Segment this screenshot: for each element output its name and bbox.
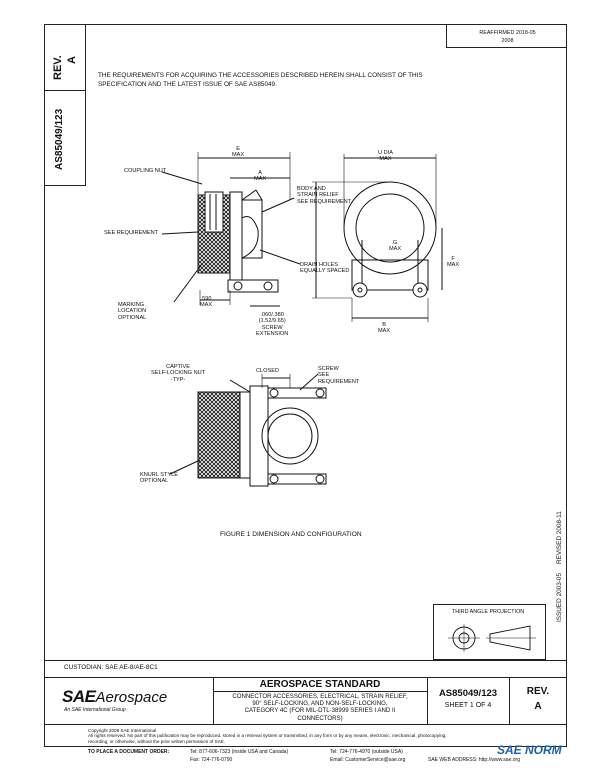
title-row: [213, 691, 427, 692]
issued-date-text: ISSUED 2003-05: [556, 572, 563, 622]
label-590-max: .590 MAX: [200, 296, 213, 309]
tel-outside-usa: Tel: 724-776-4970 (outside USA): [330, 749, 403, 755]
label-captive-nut: CAPTIVE SELF-LOCKING NUT -TYP-: [151, 364, 206, 383]
label-u-dia: U DIA MAX: [378, 150, 393, 163]
rev-value-vertical-wrap: A: [66, 56, 78, 64]
doc-number-vertical: AS85049/123: [54, 109, 65, 170]
third-angle-box: [433, 604, 546, 660]
rev-vertical: REV.: [52, 55, 64, 80]
copyright: Copyright 2008 SAE International: [88, 728, 157, 733]
label-marking-location: MARKING LOCATION OPTIONAL: [118, 302, 147, 321]
reaffirmed-text-2: 2008: [501, 38, 514, 44]
label-coupling-nut: COUPLING NUT: [124, 168, 167, 174]
reaffirmed-box: [446, 24, 567, 48]
revised-date: REVISED 2008-11: [556, 511, 563, 564]
label-f-max: F MAX: [447, 256, 460, 269]
description-line-3: CATEGORY 4C (FOR MIL-DTL-38999 SERIES I …: [244, 707, 396, 715]
doc-number-vertical-text: AS85049/123: [54, 108, 65, 170]
rev-divider: [44, 90, 86, 91]
title-col-2: [427, 677, 428, 725]
third-angle-symbol: [448, 624, 536, 652]
rev-value-title: A: [534, 701, 542, 712]
web-address[interactable]: SAE WEB ADDRESS: http://www.sae.org: [428, 757, 520, 763]
label-closed: CLOSED: [256, 368, 280, 374]
title-block: [44, 677, 567, 725]
fax: Fax: 724-776-0790: [190, 757, 233, 763]
figure-caption: FIGURE 1 DIMENSION AND CONFIGURATION: [220, 531, 362, 538]
rights-line-1: All rights reserved. No part of this pub…: [88, 733, 447, 739]
title-col-3: [509, 677, 510, 725]
reaffirmed-text-1: REAFFIRMED 2018-05: [479, 30, 536, 36]
label-g-max: G MAX: [389, 240, 402, 253]
issued-date: ISSUED 2003-05: [556, 573, 563, 622]
intro-line-2: SPECIFICATION AND THE LATEST ISSUE OF SA…: [98, 81, 277, 88]
label-see-requirement-left: SEE REQUIREMENT: [104, 230, 159, 236]
rev-label-title: REV.: [526, 686, 550, 697]
logo-sae: SAE: [62, 687, 96, 706]
doc-number-title: AS85049/123: [438, 688, 498, 699]
revised-date-text: REVISED 2008-11: [556, 511, 563, 564]
sae-aerospace-logo: SAEAerospace: [62, 687, 167, 707]
logo-subtitle: An SAE International Group: [64, 707, 126, 713]
email: Email: CustomerService@sae.org: [330, 757, 406, 763]
technical-drawing: [161, 152, 443, 487]
description-line-1: CONNECTOR ACCESSORIES, ELECTRICAL, STRAI…: [232, 693, 408, 700]
watermark: SAE NORM: [497, 743, 562, 757]
title-col-1: [213, 677, 214, 725]
label-knurl-style: KNURL STYLE OPTIONAL: [140, 472, 179, 485]
tel-usa-canada: Tel: 877-606-7323 (inside USA and Canada…: [190, 749, 289, 755]
label-b-max: B MAX: [378, 322, 391, 335]
description-line-4: CONNECTORS): [297, 714, 343, 722]
description-block: CONNECTOR ACCESSORIES, ELECTRICAL, STRAI…: [213, 693, 427, 722]
label-screw-requirement: SCREW SEE REQUIREMENT: [318, 366, 360, 385]
label-body-strain-relief: BODY AND STRAIN RELIEF SEE REQUIREMENT: [297, 186, 352, 205]
sheet-number: SHEET 1 OF 4: [444, 702, 492, 709]
left-margin-border: [44, 24, 86, 186]
rev-value-vertical: A: [66, 56, 78, 64]
order-label: TO PLACE A DOCUMENT ORDER:: [88, 749, 170, 755]
label-e-max: E MAX: [232, 146, 245, 159]
page-border: [44, 24, 567, 747]
label-screw-extension: .060/.380 (1.52/9.65) SCREW EXTENSION: [256, 312, 289, 338]
rights-line-2: recording, or otherwise, without the pri…: [88, 738, 226, 744]
knurl-body-lower: [197, 391, 241, 479]
title-block-top-rule: [44, 660, 567, 661]
custodian: CUSTODIAN: SAE AE-8/AE-8C1: [64, 664, 158, 671]
label-a-max: A MAX: [254, 170, 267, 183]
intro-line-1: THE REQUIREMENTS FOR ACQUIRING THE ACCES…: [98, 72, 423, 79]
label-drain-holes: DRAIN HOLES EQUALLY SPACED: [300, 262, 350, 275]
rev-label-vertical: REV.: [52, 55, 64, 80]
standard-title: AEROSPACE STANDARD: [259, 679, 381, 690]
third-angle-label: THIRD ANGLE PROJECTION: [452, 609, 525, 615]
footer: Copyright 2008 SAE International All rig…: [88, 728, 568, 744]
logo-aerospace: Aerospace: [95, 689, 168, 706]
description-line-2: 90° SELF-LOCKING, AND NON-SELF-LOCKING,: [252, 700, 388, 708]
